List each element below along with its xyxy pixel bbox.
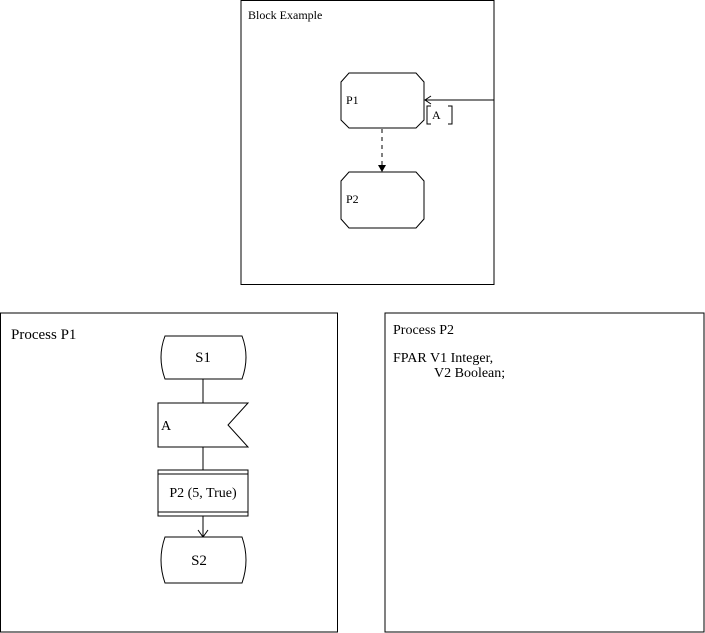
- block-example-panel: Block Example P1 P2 A: [240, 0, 495, 285]
- create-line-arrowhead: [378, 165, 386, 172]
- process-p1-label: P1: [346, 93, 359, 107]
- block-example-title: Block Example: [248, 8, 322, 22]
- state-s2-symbol[interactable]: [160, 536, 247, 584]
- block-example-frame: [240, 0, 495, 285]
- fpar-line-2: V2 Boolean;: [434, 366, 505, 381]
- process-p2-label: P2: [346, 192, 359, 206]
- procedure-call-label: P2 (5, True): [169, 486, 237, 501]
- signal-list-label: A: [432, 108, 441, 122]
- process-p2-title: Process P2: [393, 323, 454, 338]
- signal-list-open-bracket: [426, 105, 431, 125]
- procedure-call-symbol[interactable]: [157, 469, 249, 517]
- state-s1-label: S1: [195, 350, 211, 366]
- input-signal-symbol[interactable]: [157, 402, 250, 448]
- input-signal-label: A: [161, 419, 172, 434]
- signal-route-arrowhead: [424, 95, 432, 105]
- signal-list-close-bracket: [448, 105, 453, 125]
- process-p2-panel: Process P2 FPAR V1 Integer, V2 Boolean;: [384, 312, 705, 633]
- state-s2-label: S2: [191, 553, 207, 569]
- process-p1-box[interactable]: [340, 72, 425, 129]
- process-p1-title: Process P1: [11, 327, 76, 343]
- process-p2-box[interactable]: [340, 171, 425, 229]
- process-p1-panel: Process P1 S1 A P2 (5, True) S2: [0, 312, 338, 633]
- fpar-line-1: FPAR V1 Integer,: [393, 351, 493, 366]
- state-s1-symbol[interactable]: [160, 335, 247, 380]
- process-p1-frame: [0, 312, 338, 633]
- process-p2-frame: [384, 312, 705, 633]
